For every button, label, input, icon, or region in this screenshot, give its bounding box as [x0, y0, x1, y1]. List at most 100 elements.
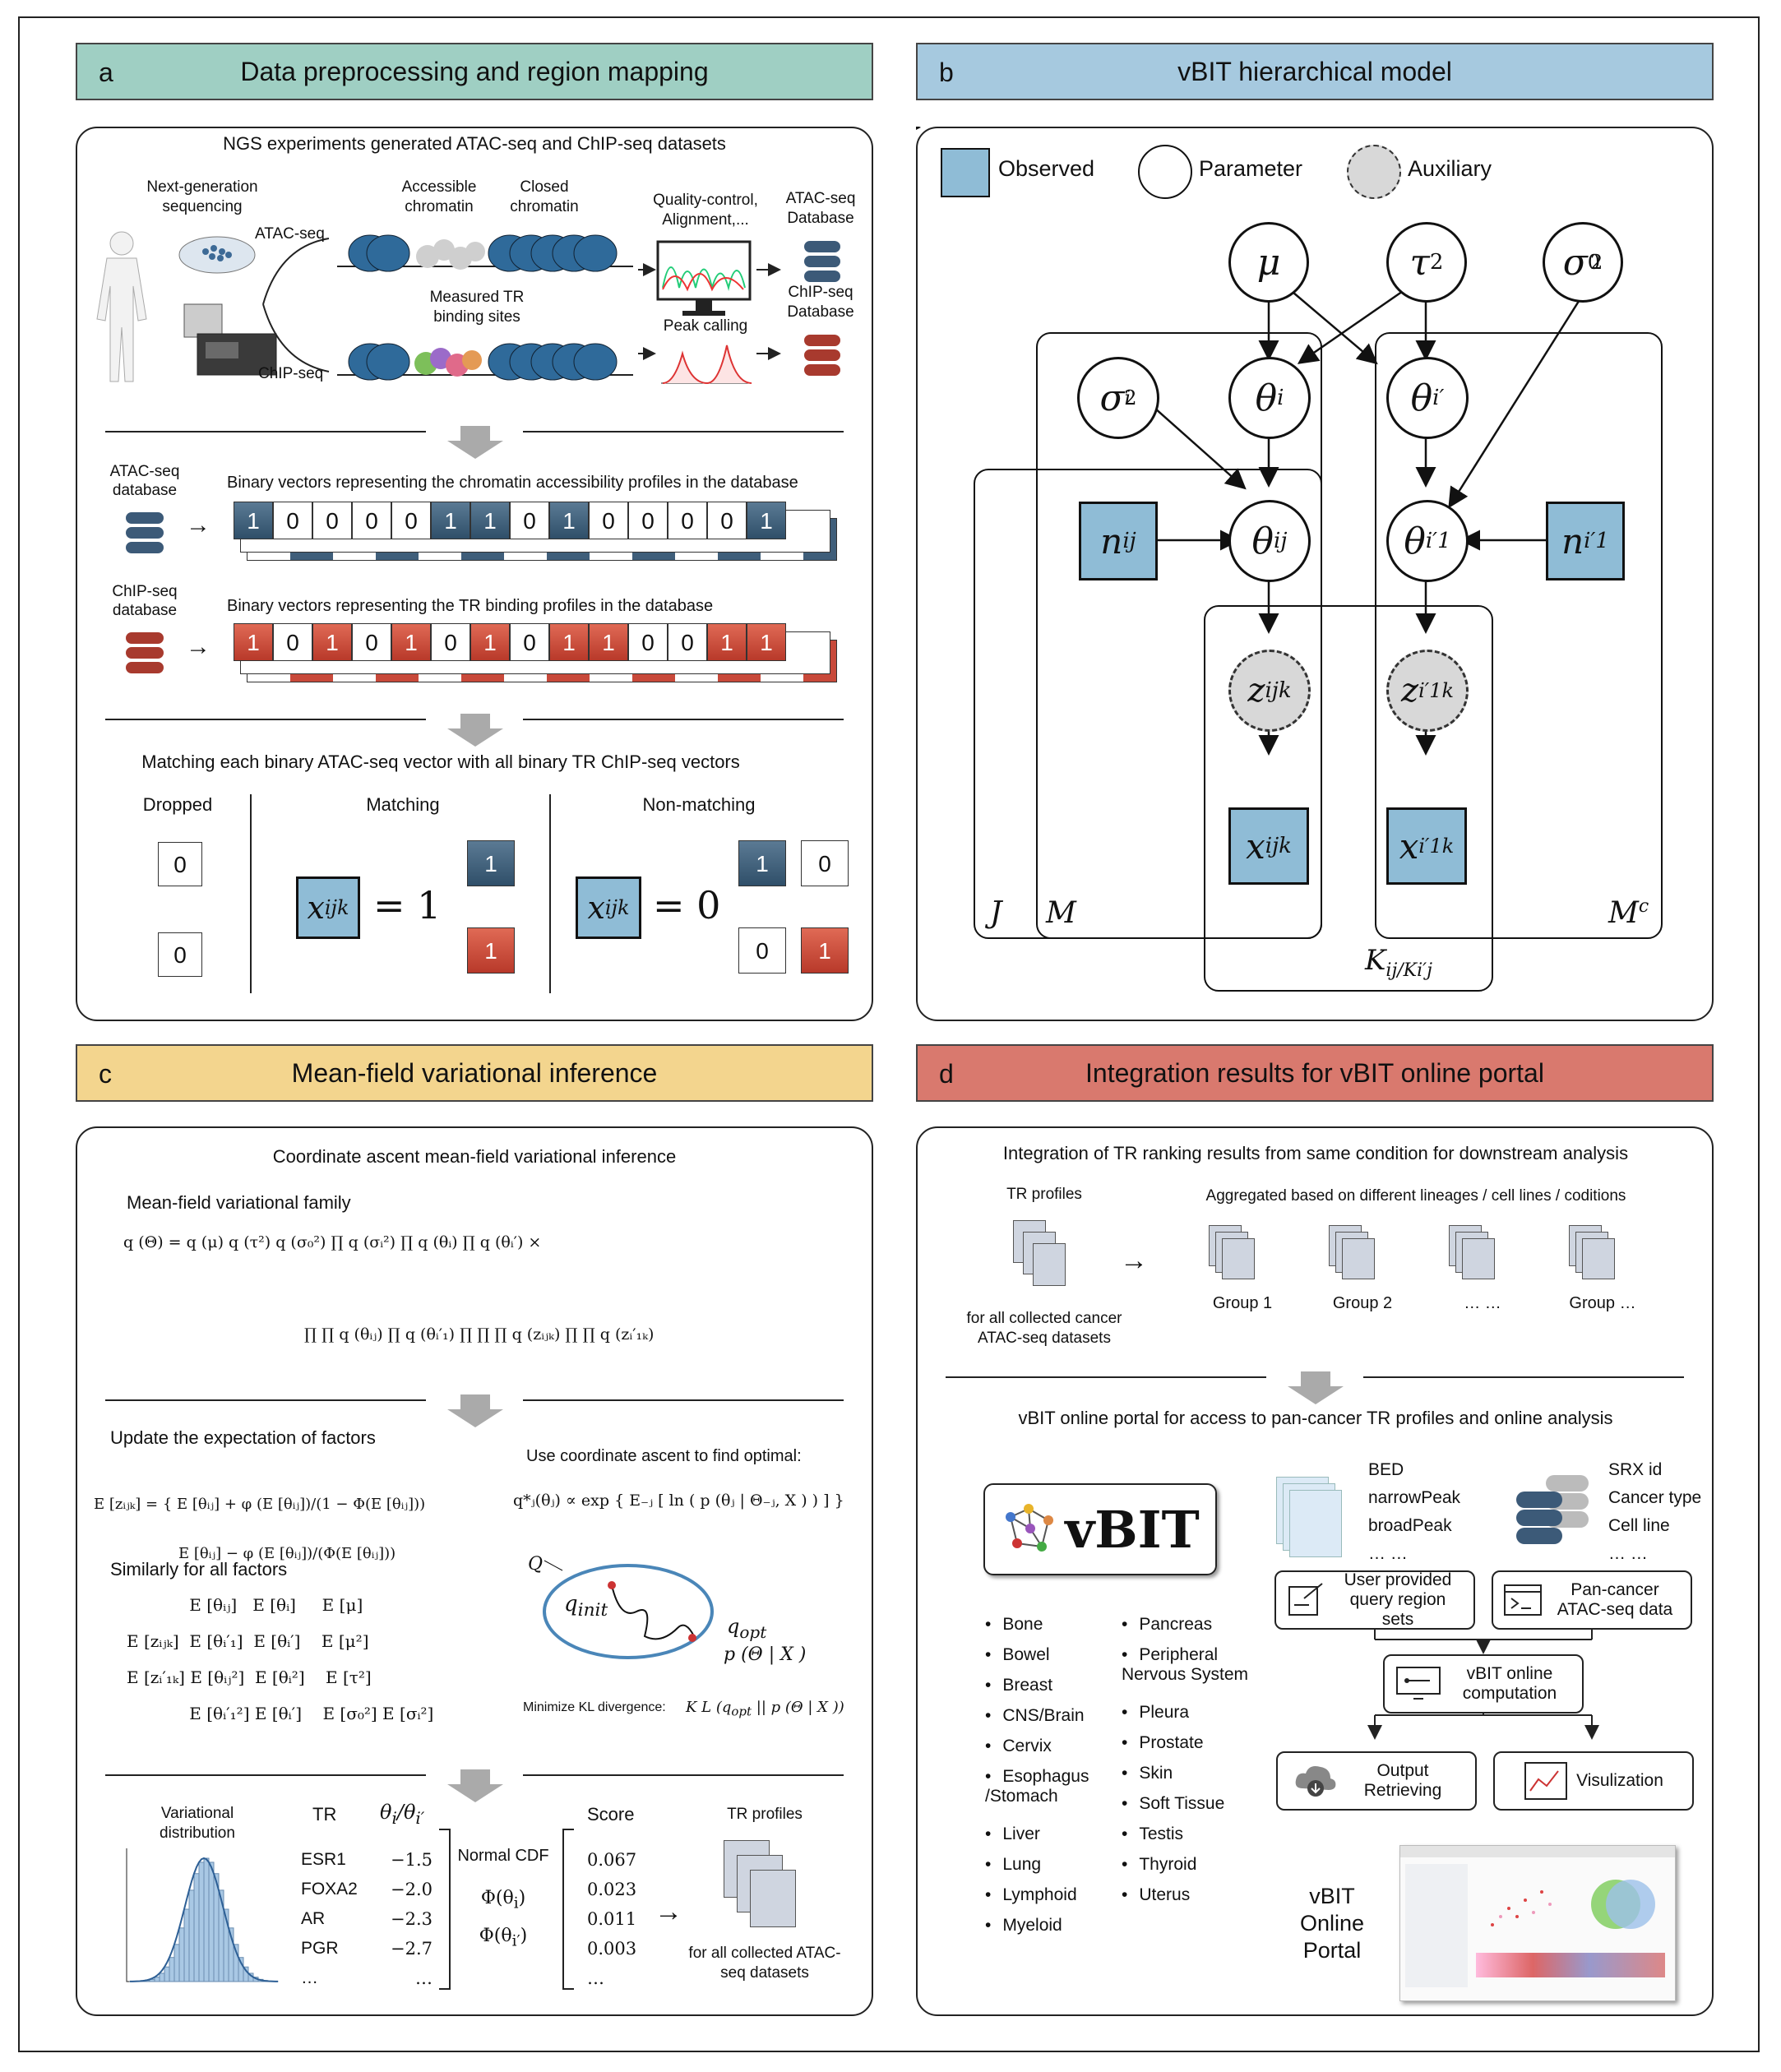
- atac-database-icon: [803, 239, 842, 284]
- tr-profiles-d-label: TR profiles: [1006, 1186, 1082, 1203]
- doc-stack-c-3: [750, 1870, 796, 1927]
- tissue-item: Peripheral Nervous System: [1122, 1645, 1253, 1685]
- info-item: … …: [1608, 1544, 1648, 1563]
- density-curve: [129, 1857, 279, 1982]
- hist-bar: [193, 1873, 200, 1982]
- vector-cell: 1: [549, 623, 589, 661]
- down-arrow-a2: [447, 714, 503, 747]
- tissue-item: Lung: [985, 1855, 1117, 1875]
- match-divider-2: [549, 794, 551, 993]
- divider-d1: [946, 1376, 1266, 1378]
- online-computation-button[interactable]: vBIT online computation: [1383, 1654, 1584, 1714]
- vector-cell: 0: [707, 502, 747, 539]
- down-arrow-c1: [447, 1394, 503, 1427]
- chip-database-icon: [803, 333, 842, 377]
- hist-bar: [159, 1973, 165, 1982]
- tissue-item: Liver: [985, 1825, 1117, 1844]
- legend-observed-swatch: [941, 148, 990, 197]
- closed-chromatin-label: Closed chromatin: [510, 178, 579, 215]
- tissue-item: Prostate: [1122, 1733, 1253, 1753]
- tr-row: FOXA2−2.0: [301, 1880, 433, 1909]
- divider-a3: [105, 719, 426, 720]
- kl-ellipse-diagram: [543, 1560, 714, 1659]
- tissue-item: Pancreas: [1122, 1615, 1253, 1635]
- tr-score: 0.011: [587, 1909, 637, 1929]
- info-item: Cell line: [1608, 1516, 1670, 1535]
- nonmatch-cell-white-1: 0: [801, 840, 849, 886]
- portal-sidebar: [1405, 1864, 1468, 1987]
- tr-score: …: [587, 1968, 604, 1988]
- tr-row: ESR1−1.5: [301, 1850, 433, 1880]
- user-provided-label: User provided query region sets: [1344, 1570, 1452, 1629]
- vector-cell: 0: [273, 623, 312, 661]
- info-item: narrowPeak: [1368, 1488, 1461, 1507]
- phi-theta-iprime: Φ(θi′): [479, 1926, 528, 1950]
- ngs-label: Next-generation sequencing: [146, 178, 258, 215]
- legend-parameter-label: Parameter: [1199, 156, 1303, 181]
- vector-cell: 1: [470, 502, 510, 539]
- tr-header: TR: [312, 1804, 337, 1825]
- group-doc-icon: [1582, 1238, 1615, 1279]
- metadata-database-icon: [1516, 1475, 1589, 1544]
- info-item: BED: [1368, 1460, 1404, 1479]
- hist-bar: [188, 1889, 195, 1982]
- match-cell-red: 1: [467, 927, 515, 974]
- group-doc-icon: [1342, 1238, 1375, 1279]
- legend-observed-label: Observed: [998, 156, 1095, 181]
- plate-J-label: J: [990, 896, 1002, 930]
- portal-caption: vBIT Online Portal: [1299, 1884, 1365, 1963]
- atac-database-label: ATAC-seq database: [109, 463, 180, 499]
- dropped-label: Dropped: [142, 794, 213, 815]
- score-header: Score: [587, 1804, 635, 1825]
- node-mu: μ: [1228, 222, 1309, 303]
- accessible-chromatin-label: Accessible chromatin: [401, 178, 477, 215]
- tissue-item: Testis: [1122, 1825, 1253, 1844]
- tr-theta: …: [415, 1968, 433, 1988]
- output-button[interactable]: Output Retrieving: [1276, 1751, 1477, 1811]
- divider-c4: [523, 1774, 844, 1776]
- tissue-item: Esophagus /Stomach: [985, 1767, 1117, 1806]
- group-item: Group 1: [1189, 1225, 1296, 1324]
- tr-name: PGR: [301, 1939, 339, 1958]
- network-icon: [1006, 1504, 1054, 1552]
- panel-a-title: Data preprocessing and region mapping: [240, 56, 709, 86]
- tissue-item: Pleura: [1122, 1703, 1253, 1723]
- file-stack-icon-3: [1289, 1490, 1342, 1557]
- atac-chromatin-strip: [337, 234, 633, 272]
- matching-title: Matching each binary ATAC-seq vector wit…: [141, 752, 740, 772]
- sequencer-icon: [183, 303, 277, 376]
- hist-bar: [198, 1862, 205, 1982]
- tissue-item: CNS/Brain: [985, 1706, 1117, 1726]
- atac-label: ATAC-seq: [255, 225, 325, 243]
- var-dist-label: Variational distribution: [160, 1805, 235, 1842]
- pan-cancer-label: Pan-cancer ATAC-seq data: [1557, 1580, 1673, 1619]
- group-label: Group …: [1569, 1294, 1636, 1312]
- visualization-button[interactable]: Visulization: [1493, 1751, 1694, 1811]
- chart-icon: [1524, 1762, 1568, 1800]
- bracket-left: [439, 1829, 451, 1990]
- vector-cell: 0: [628, 623, 668, 661]
- panel-b-header: b vBIT hierarchical model: [916, 43, 1714, 100]
- user-provided-button[interactable]: User provided query region sets: [1274, 1570, 1475, 1630]
- divider-a4: [523, 719, 844, 720]
- panel-c-subtitle: Coordinate ascent mean-field variational…: [272, 1146, 677, 1167]
- plate-K-label: Kij/Ki′j: [1365, 944, 1432, 981]
- group-item: Group 2: [1309, 1225, 1416, 1324]
- atac-database-small-icon: [124, 511, 165, 555]
- doc-stack-d-3: [1033, 1243, 1066, 1286]
- hist-bar: [164, 1966, 170, 1982]
- vector-cell: 0: [352, 502, 391, 539]
- divider-c1: [105, 1399, 426, 1401]
- divider-a2: [523, 431, 844, 432]
- edit-icon: [1288, 1583, 1323, 1616]
- pan-cancer-button[interactable]: Pan-cancer ATAC-seq data: [1492, 1570, 1692, 1630]
